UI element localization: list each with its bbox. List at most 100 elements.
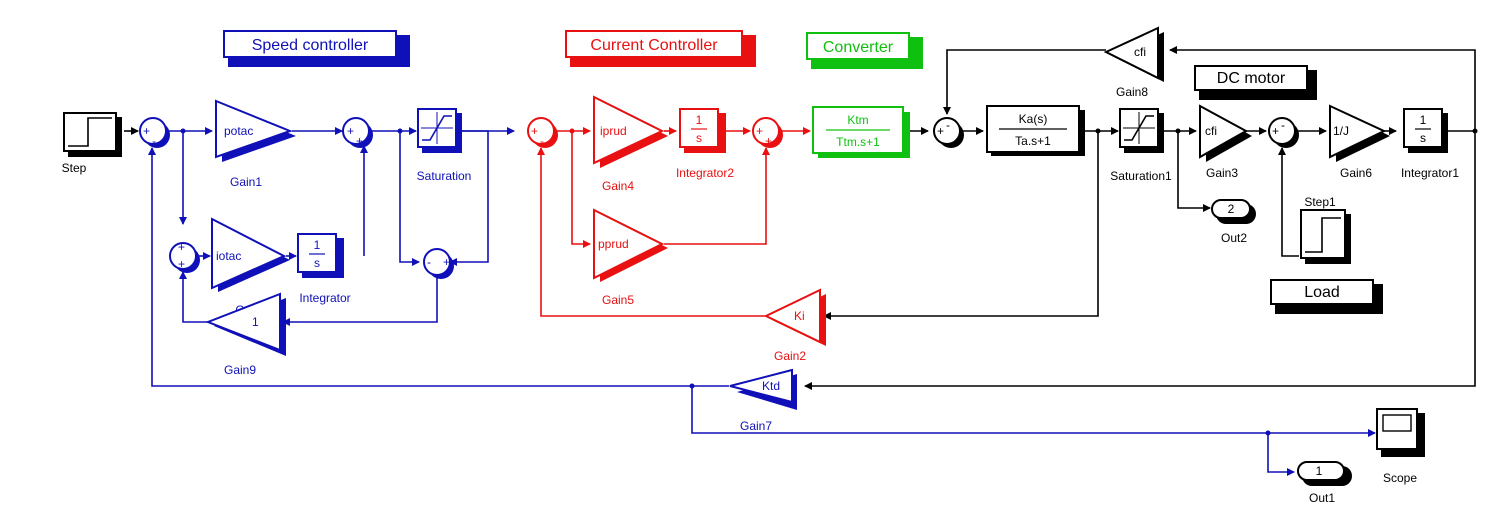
load-torque-sum[interactable]: + - (1268, 117, 1299, 148)
out1-port[interactable]: 1 Out1 (1297, 461, 1352, 505)
gain3-label: Gain3 (1206, 166, 1238, 180)
speed-pi-sum[interactable]: + + (342, 117, 373, 148)
dc-motor-label: DC motor (1217, 70, 1286, 87)
speed-error-sum[interactable]: + - (139, 117, 170, 148)
integrator2-num: 1 (696, 113, 703, 127)
antiwindup-sum[interactable]: + + (169, 240, 200, 273)
out2-port[interactable]: 2 Out2 (1211, 199, 1256, 245)
gain9-label: Gain9 (224, 363, 256, 377)
integrator-block[interactable]: 1 s Integrator (297, 233, 351, 305)
integrator2-block[interactable]: 1 s Integrator2 (676, 108, 734, 180)
gain4-block[interactable]: iprud Gain4 (593, 95, 668, 193)
svg-text:+: + (143, 124, 150, 138)
motor-wiring (124, 46, 1476, 390)
svg-text:+: + (347, 124, 354, 138)
gain1-value: potac (224, 124, 253, 138)
out1-label: Out1 (1309, 491, 1335, 505)
svg-text:+: + (356, 134, 363, 148)
gain8-label: Gain8 (1116, 85, 1148, 99)
gain6-value: 1/J (1333, 124, 1349, 138)
svg-text:-: - (427, 255, 431, 269)
svg-text:+: + (178, 257, 185, 271)
gain9-block[interactable]: 1 Gain9 (205, 292, 286, 377)
svg-text:+: + (443, 255, 450, 269)
current-pi-sum[interactable]: + + (752, 117, 783, 148)
motor-num: Ka(s) (1019, 112, 1048, 126)
saturation-diff-sum[interactable]: - + (423, 248, 454, 279)
saturation1-label: Saturation1 (1110, 169, 1172, 183)
current-loop-wiring (460, 127, 811, 317)
saturation-block[interactable]: Saturation (417, 108, 472, 183)
gain6-label: Gain6 (1340, 166, 1372, 180)
converter-num: Ktm (847, 113, 868, 127)
gain5-label: Gain5 (602, 293, 634, 307)
converter-transfer-fcn[interactable]: Ktm Ttm.s+1 (812, 106, 910, 158)
out1-value: 1 (1316, 464, 1323, 478)
step-block[interactable]: Step (62, 112, 122, 175)
svg-text:+: + (1272, 124, 1279, 138)
scope-block[interactable]: Scope (1376, 408, 1425, 485)
gain1-block[interactable]: potac Gain1 (215, 99, 296, 189)
svg-text:+: + (765, 134, 772, 148)
integrator1-num: 1 (1420, 113, 1427, 127)
integrator-num: 1 (314, 238, 321, 252)
gain7-label: Gain7 (740, 419, 772, 433)
svg-text:+: + (756, 124, 763, 138)
gain2-block[interactable]: Ki Gain2 (763, 288, 826, 363)
gain8-block[interactable]: cfi Gain8 (1103, 26, 1164, 99)
svg-text:-: - (152, 134, 156, 148)
converter-den: Ttm.s+1 (836, 135, 880, 149)
gain3-value: cfi (1205, 124, 1217, 138)
gain1-label: Gain1 (230, 175, 262, 189)
integrator-den: s (314, 256, 320, 270)
integrator2-den: s (696, 131, 702, 145)
annotation-current-controller[interactable]: Current Controller (565, 30, 756, 67)
converter-label: Converter (823, 39, 894, 56)
motor-voltage-sum[interactable]: + - (933, 117, 964, 148)
step1-label: Step1 (1304, 195, 1336, 209)
gain-value: iotac (216, 249, 241, 263)
out2-value: 2 (1228, 202, 1235, 216)
current-error-sum[interactable]: + - (527, 117, 558, 148)
motor-den: Ta.s+1 (1015, 134, 1051, 148)
out2-label: Out2 (1221, 231, 1247, 245)
integrator1-den: s (1420, 131, 1426, 145)
svg-text:+: + (178, 240, 185, 254)
svg-text:+: + (937, 124, 944, 138)
integrator1-label: Integrator1 (1401, 166, 1459, 180)
current-controller-label: Current Controller (590, 37, 718, 54)
svg-text:+: + (531, 124, 538, 138)
annotation-dc-motor[interactable]: DC motor (1194, 65, 1317, 100)
gain3-block[interactable]: cfi Gain3 (1199, 104, 1252, 180)
annotation-speed-controller[interactable]: Speed controller (223, 30, 410, 67)
gain5-value: pprud (598, 237, 629, 251)
annotation-converter[interactable]: Converter (806, 32, 923, 69)
svg-text:-: - (1281, 118, 1285, 132)
gain9-value: 1 (252, 315, 259, 329)
speed-controller-label: Speed controller (252, 37, 369, 54)
svg-text:-: - (946, 118, 950, 132)
gain2-label: Gain2 (774, 349, 806, 363)
saturation1-block[interactable]: Saturation1 (1110, 108, 1172, 183)
gain8-value: cfi (1134, 45, 1146, 59)
scope-label: Scope (1383, 471, 1417, 485)
load-label: Load (1304, 284, 1340, 301)
integrator1-block[interactable]: 1 s Integrator1 (1401, 108, 1459, 180)
gain7-block[interactable]: Ktd Gain7 (729, 368, 797, 433)
svg-text:-: - (540, 134, 544, 148)
gain4-label: Gain4 (602, 179, 634, 193)
motor-transfer-fcn[interactable]: Ka(s) Ta.s+1 (986, 105, 1085, 156)
saturation-label: Saturation (417, 169, 472, 183)
annotation-load[interactable]: Load (1270, 279, 1383, 314)
gain7-value: Ktd (762, 379, 780, 393)
gain4-value: iprud (600, 124, 627, 138)
gain5-block[interactable]: pprud Gain5 (593, 208, 668, 307)
gain6-block[interactable]: 1/J Gain6 (1329, 104, 1390, 180)
step1-block[interactable]: Step1 (1300, 195, 1351, 264)
integrator2-label: Integrator2 (676, 166, 734, 180)
integrator-label: Integrator (299, 291, 350, 305)
step-label: Step (62, 161, 87, 175)
gain2-value: Ki (794, 309, 805, 323)
